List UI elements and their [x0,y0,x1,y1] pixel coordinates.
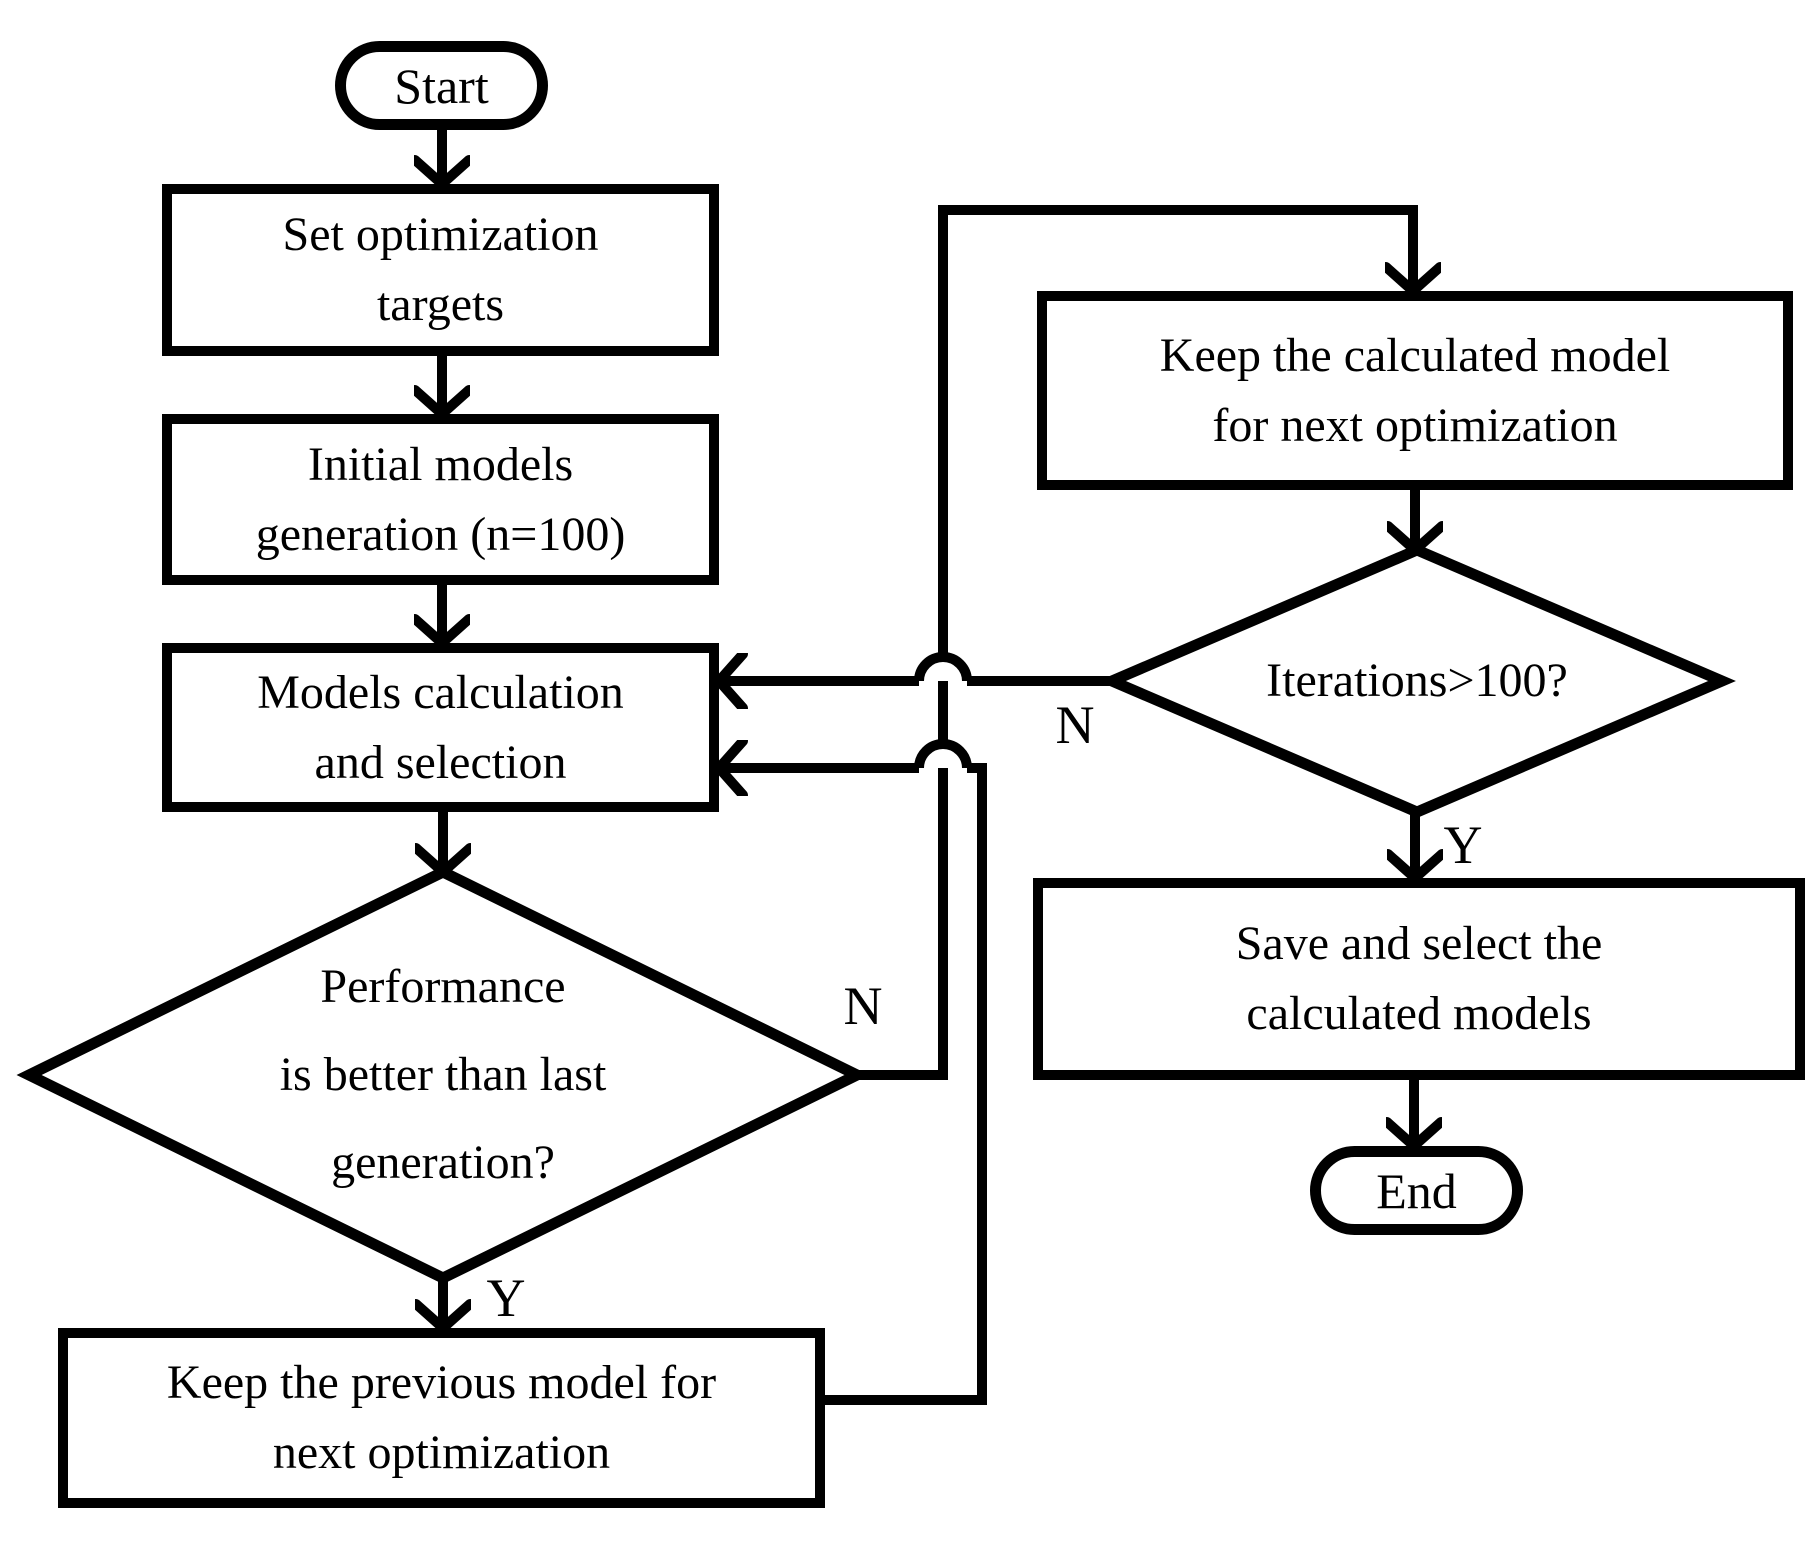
node-save-select-line2: calculated models [1246,987,1592,1040]
decision-iterations-shape [1098,544,1736,818]
node-keep-previous: Keep the previous model for next optimiz… [58,1328,825,1508]
node-initial-models-line1: Initial models [307,437,574,491]
node-models-calc-line1: Models calculation [257,665,624,719]
label-iterations-yes: Y [1443,815,1483,875]
node-keep-previous-line2: next optimization [272,1426,611,1479]
node-set-targets-line1: Set optimization [282,208,599,261]
label-iterations-no: N [1055,695,1095,755]
node-set-targets-line2: targets [376,278,505,331]
edge-performance-no-loop [857,205,1413,1080]
node-start: Start [335,41,548,130]
node-keep-calculated: Keep the calculated model for next optim… [1037,291,1793,490]
node-models-calc-line2: and selection [314,735,567,789]
node-keep-calculated-line2: for next optimization [1212,398,1618,452]
node-models-calc: Models calculation and selection [162,643,719,812]
node-keep-previous-line1: Keep the previous model for [166,1356,717,1409]
node-end: End [1310,1146,1523,1235]
node-keep-calculated-line1: Keep the calculated model [1159,328,1671,382]
node-initial-models: Initial models generation (n=100) [162,414,719,585]
node-end-label: End [1376,1162,1457,1219]
label-performance-yes: Y [486,1268,526,1328]
edge-keep-previous-return [825,763,987,1405]
node-save-select-line1: Save and select the [1235,917,1603,970]
node-start-label: Start [394,57,489,114]
node-save-select: Save and select the calculated models [1033,878,1805,1080]
edge-keep-previous-return-hop [914,739,972,769]
node-set-targets: Set optimization targets [162,184,719,356]
node-initial-models-line2: generation (n=100) [255,507,626,561]
label-performance-no: N [843,976,883,1036]
decision-performance-shape [16,865,870,1285]
edge-iterations-no-hop [914,652,972,682]
